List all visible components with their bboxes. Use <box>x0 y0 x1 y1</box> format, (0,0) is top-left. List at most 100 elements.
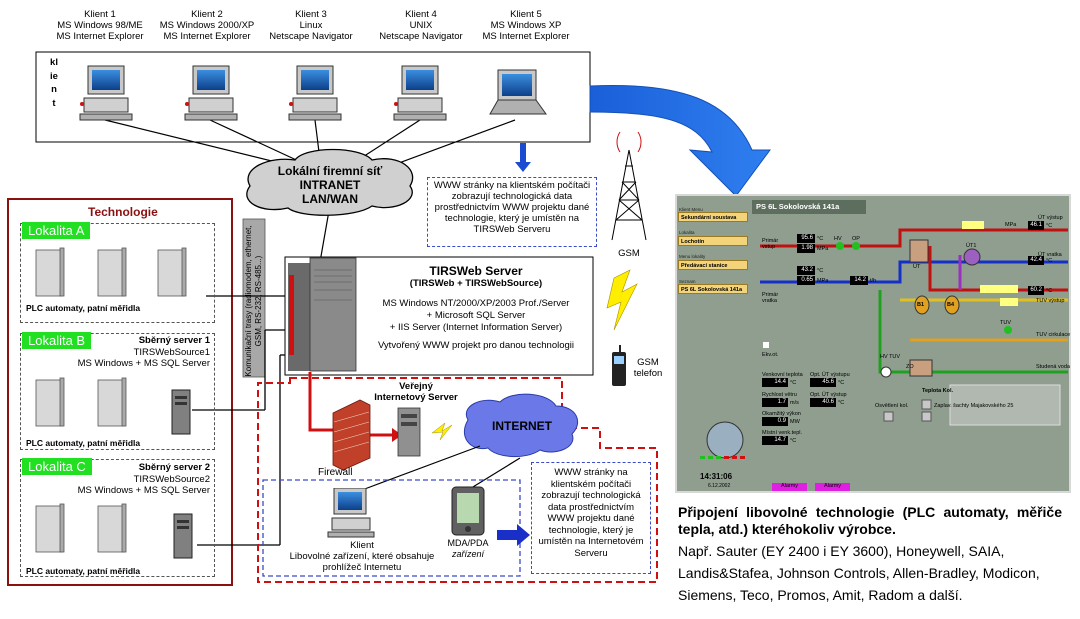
hv-label: HV <box>834 236 842 242</box>
tirs-line: + Microsoft SQL Server <box>426 310 526 321</box>
lokalita-b-box <box>20 333 215 450</box>
client-label-4: Klient 4 UNIX Netscape Navigator <box>373 9 469 42</box>
client-label-1: Klient 1 MS Windows 98/ME MS Internet Ex… <box>52 9 148 42</box>
studena-voda: Studená voda <box>1036 364 1070 370</box>
sberny-server-1: Sběrný server 1 TIRSWebSource1 MS Window… <box>60 335 210 370</box>
technologie-title: Technologie <box>88 205 158 219</box>
client-os: MS Windows 98/ME <box>57 20 143 31</box>
tuv-cirk: TUV cirkulace <box>1036 332 1071 338</box>
www-note-text: WWW stránky na klientském počítači zobra… <box>433 180 591 235</box>
public-server-l2: Internetový Server <box>374 392 458 403</box>
scada-value: 45.6 <box>810 378 836 387</box>
scada-value: 14.2 <box>850 276 868 285</box>
scada-menu-button[interactable]: Lochotín <box>678 236 748 246</box>
client-label-2: Klient 2 MS Windows 2000/XP MS Internet … <box>159 9 255 42</box>
client-name: Klient 2 <box>191 9 223 20</box>
unit: °C <box>790 380 797 386</box>
unit: °C <box>1046 258 1053 264</box>
firewall-label: Firewall <box>318 467 353 478</box>
ut1-label: ÚT1 <box>966 243 977 249</box>
scada-value: 14.7 <box>762 436 788 445</box>
pda-icon <box>451 486 485 536</box>
unit: t/h <box>870 278 877 284</box>
unit: °C <box>838 380 845 386</box>
scada-menu-button[interactable]: Sekundární soustava <box>678 212 748 222</box>
zo-label: ZO <box>906 364 914 370</box>
scada-date: 6.12.2002 <box>708 483 731 489</box>
scada-value: 40.6 <box>810 398 836 407</box>
scada-value: 14.4 <box>762 378 788 387</box>
www-note-bottom: WWW stránky na klientském počítači zobra… <box>531 462 651 574</box>
client-browser: MS Internet Explorer <box>482 31 570 42</box>
client-os: MS Windows XP <box>490 20 562 31</box>
unit: °C <box>1046 288 1053 294</box>
scada-value: 46.1 <box>1028 221 1044 230</box>
sberny-server-2: Sběrný server 2 TIRSWebSource2 MS Window… <box>60 462 210 497</box>
client-browser: MS Internet Explorer <box>56 31 144 42</box>
www-note-top: WWW stránky na klientském počítači zobra… <box>427 177 597 247</box>
www-note-text: WWW stránky na klientském počítači zobra… <box>538 467 644 559</box>
pda-l1: MDA/PDA <box>447 538 489 548</box>
scada-value: 60.2 <box>1028 286 1044 295</box>
scada-value: 0.9 <box>762 417 788 426</box>
tirs-line: + IIS Server (Internet Information Serve… <box>389 322 563 333</box>
gsm-tower-icon <box>611 131 647 241</box>
ut-vystup: ÚT výstup <box>1038 215 1063 221</box>
tirs-subtitle: (TIRSWeb + TIRSWebSource) <box>409 278 543 289</box>
firewall-icon <box>332 399 371 471</box>
internet-label: INTERNET <box>492 419 552 433</box>
client-name: Klient 5 <box>510 9 542 20</box>
tuv-label: TUV <box>1000 320 1011 326</box>
rychlost-label: Rychlost větru <box>762 392 797 398</box>
scada-value: 43.2 <box>797 266 815 275</box>
scada-menu-label: Menu lokality <box>679 254 706 259</box>
client-label-5: Klient 5 MS Windows XP MS Internet Explo… <box>478 9 574 42</box>
osvetleni: Osvětlení kol. <box>875 403 909 409</box>
server-software: TIRSWebSource2 <box>133 473 210 485</box>
server-os: MS Windows + MS SQL Server <box>77 358 210 369</box>
client-os: Linux <box>299 20 323 31</box>
opt-ut2-label: Opt. ÚT výstup <box>810 392 847 398</box>
scada-value: 1.98 <box>797 244 815 253</box>
scada-menu-label: Klient Menu <box>679 207 703 212</box>
server-software: TIRSWebSource1 <box>133 346 210 358</box>
client-os: MS Windows 2000/XP <box>159 20 255 31</box>
unit: m/s <box>790 400 799 406</box>
alarm-button[interactable]: Alarmy <box>823 483 842 489</box>
unit: MPa <box>1005 222 1017 228</box>
public-server-label: Veřejný Internetový Server <box>366 381 466 403</box>
client-label-3: Klient 3 Linux Netscape Navigator <box>263 9 359 42</box>
teplota-kol: Teplota Kol. <box>922 388 954 394</box>
lan-wan: LAN/WAN <box>302 192 358 206</box>
tirs-line: MS Windows NT/2000/XP/2003 Prof./Server <box>382 298 570 309</box>
scada-title: PS 6L Sokolovská 141a <box>756 202 840 211</box>
gsm-phone-icon <box>612 345 626 386</box>
lokalita-b-label: Lokalita B <box>22 332 92 349</box>
ut-vratka: ÚT vratka <box>1038 252 1062 258</box>
alarm-button[interactable]: Alarmy <box>780 483 799 489</box>
ut-label: ÚT <box>913 264 921 270</box>
lokalita-a-box <box>20 223 215 323</box>
caption-bold: Připojení libovolné technologie (PLC aut… <box>678 504 1062 537</box>
zaplav: Zaplav. šachty Majakovského 25 <box>934 403 1014 409</box>
unit: °C <box>1046 223 1053 229</box>
scada-time: 14:31:06 <box>700 472 733 481</box>
primar-vstup: Primár vstup <box>762 238 779 250</box>
lokalita-a-label: Lokalita A <box>22 222 91 239</box>
scada-menu-button[interactable]: PS 6L Sokolovská 141a <box>678 284 748 294</box>
client-name: Klient 3 <box>295 9 327 20</box>
vnejsi-label: Venkovní teplota <box>762 372 803 378</box>
hv-tuv-label: HV TUV <box>880 354 901 360</box>
plc-label-a: PLC automaty, patní měřidla <box>26 303 141 313</box>
lan-intranet: INTRANET <box>299 178 361 192</box>
gsm-label: GSM <box>618 248 640 259</box>
bottom-client-desc: Libovolné zařízení, které obsahuje prohl… <box>289 551 435 573</box>
scada-value: 1.7 <box>762 398 788 407</box>
scada-value: 0.65 <box>797 276 815 285</box>
scada-menu-button[interactable]: Předávací stanice <box>678 260 748 270</box>
unit: °C <box>838 400 845 406</box>
klient-vertical-label: klient <box>50 57 58 109</box>
op-label: OP <box>852 236 860 242</box>
lokalita-c-label: Lokalita C <box>22 458 92 475</box>
